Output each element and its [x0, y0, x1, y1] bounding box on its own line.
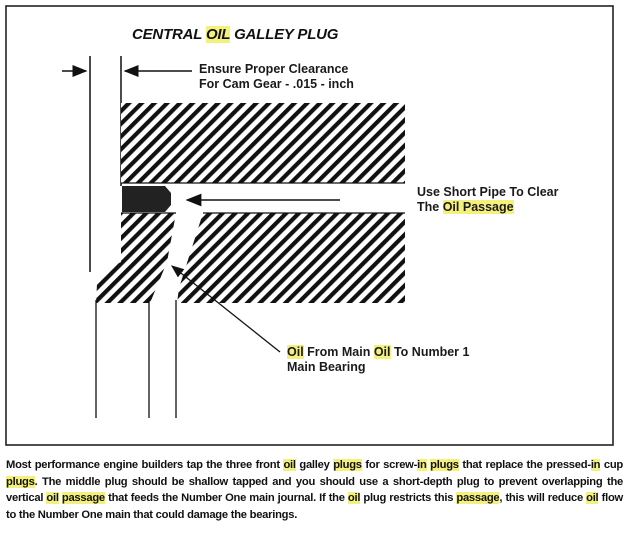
caption-highlight: oil: [347, 492, 361, 504]
galley-plug: [122, 186, 171, 212]
caption-highlight: oil: [46, 492, 59, 504]
caption-text: flow to the Number One main that could d…: [6, 492, 623, 521]
caption-highlight: plugs: [430, 459, 459, 471]
caption-highlight: in: [590, 459, 601, 471]
caption-highlight: passage: [456, 492, 500, 504]
lower-left-hatch: [96, 213, 176, 303]
caption-highlight: plugs: [6, 475, 35, 488]
caption-text: for screw-: [361, 459, 418, 471]
caption-highlight: plugs: [333, 459, 362, 471]
lower-right-hatch: [177, 213, 405, 303]
caption-text: . The middle plug should be shallow tapp…: [6, 475, 623, 505]
upper-block-hatch: [121, 103, 405, 183]
caption-text: galley: [295, 459, 334, 471]
caption-text: that feeds the Number One main journal. …: [104, 492, 348, 504]
caption-text: Most performance engine builders tap the…: [6, 459, 284, 471]
oil-galley-plug-diagram: [5, 5, 614, 446]
caption-text: plug restricts this: [360, 492, 457, 504]
caption-text: that replace the pressed-: [458, 459, 591, 471]
oil-flow-arrow: [170, 265, 281, 353]
figure-frame: [5, 5, 614, 446]
caption-text: , this will reduce: [499, 492, 587, 504]
diagram-title: CENTRAL OIL GALLEY PLUG: [132, 26, 339, 43]
short-pipe-label: Use Short Pipe To Clear The Oil Passage: [417, 185, 559, 214]
figure-caption: Most performance engine builders tap the…: [6, 457, 623, 523]
oil-from-main-label: Oil From Main Oil To Number 1 Main Beari…: [287, 345, 470, 374]
caption-highlight: oil: [283, 459, 296, 471]
caption-highlight: oil: [586, 492, 599, 504]
caption-text: cup: [600, 459, 624, 471]
caption-highlight: passage: [61, 492, 105, 504]
caption-highlight: in: [417, 459, 427, 471]
